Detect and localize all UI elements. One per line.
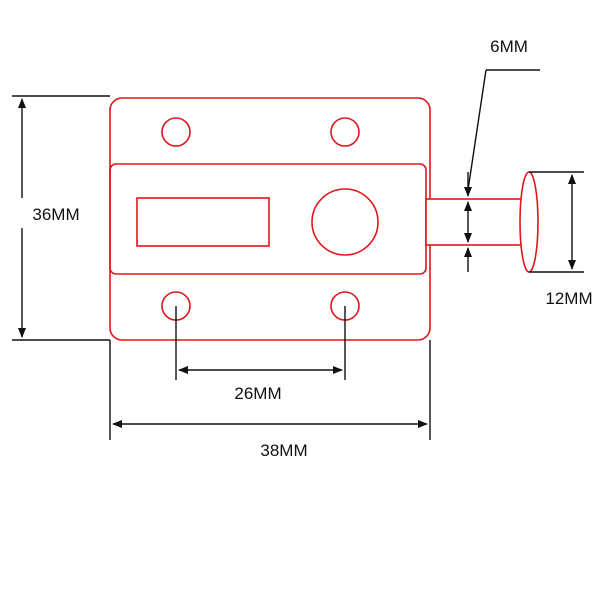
bolt <box>425 171 539 273</box>
hole-spacing-label: 26MM <box>234 384 281 403</box>
mounting-hole-top-left <box>161 117 191 147</box>
mounting-hole-top-right <box>330 117 360 147</box>
width-label: 38MM <box>260 441 307 460</box>
height-dimension: 36MM <box>12 95 110 341</box>
width-dimension: 38MM <box>109 340 431 460</box>
bolt-diameter-label: 6MM <box>490 37 528 56</box>
bolt-end-knob <box>519 171 539 273</box>
hole-spacing-dimension: 26MM <box>175 306 346 403</box>
bolt-diameter-dimension: 6MM <box>464 37 540 272</box>
slot-window <box>136 197 270 247</box>
height-label: 36MM <box>32 205 79 224</box>
latch-body <box>109 97 431 341</box>
mounting-plate <box>109 97 431 341</box>
knob-circle <box>311 188 379 256</box>
knob-height-label: 12MM <box>545 289 592 308</box>
knob-height-dimension: 12MM <box>529 171 593 308</box>
bolt-shaft <box>425 198 527 246</box>
